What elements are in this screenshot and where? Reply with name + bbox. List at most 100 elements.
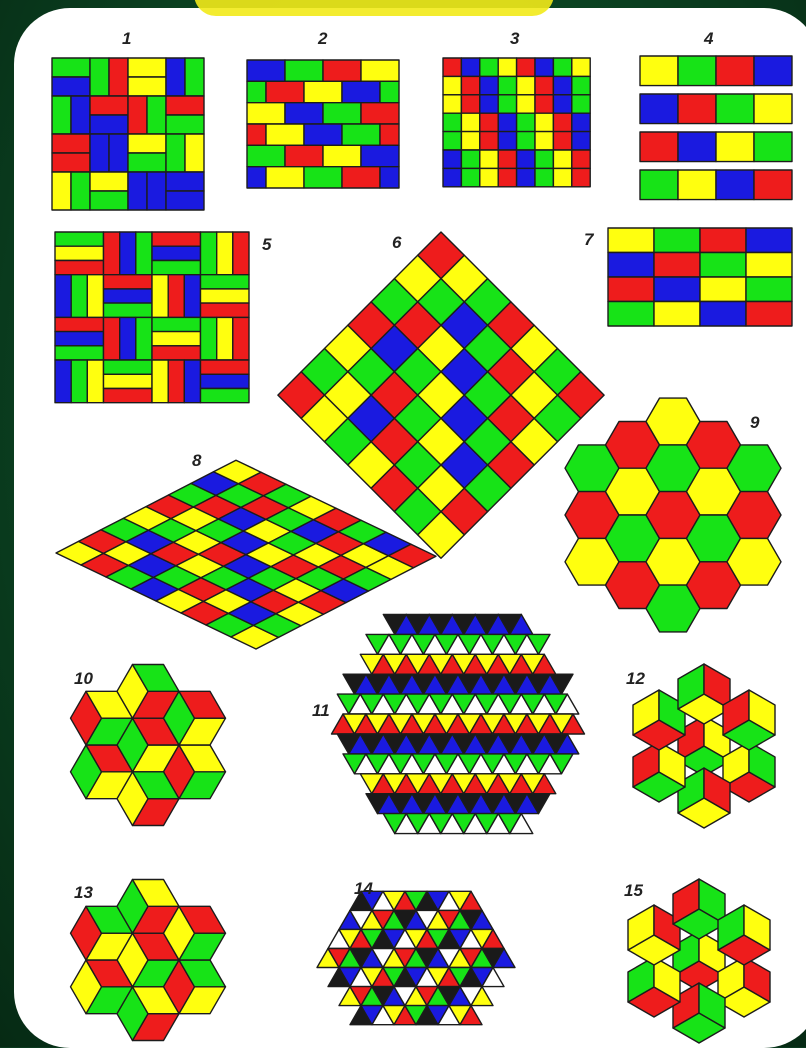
tile [553, 113, 571, 131]
tile [266, 81, 304, 102]
tile [517, 168, 535, 186]
tile [247, 124, 266, 145]
tile [443, 95, 461, 113]
tile [52, 172, 71, 210]
tile [342, 81, 380, 102]
tile [201, 232, 217, 275]
tile [247, 145, 285, 166]
tile [152, 261, 201, 275]
tile [572, 113, 590, 131]
tile [55, 360, 71, 403]
tile [572, 132, 590, 150]
tile [185, 134, 204, 172]
figure-label-9: 9 [750, 413, 760, 432]
tile [480, 150, 498, 168]
tile [104, 360, 153, 374]
tile [754, 56, 792, 86]
tile [152, 246, 201, 260]
tile [201, 289, 250, 303]
tile [461, 76, 479, 94]
tile [233, 317, 249, 360]
tile [498, 95, 516, 113]
tiling-5 [55, 232, 249, 403]
figure-label-13: 13 [74, 883, 93, 902]
tile [754, 94, 792, 124]
tile [285, 103, 323, 124]
tiling-3 [443, 58, 590, 187]
tile [654, 302, 700, 327]
tile [678, 170, 716, 200]
tile [553, 95, 571, 113]
tile [517, 95, 535, 113]
figure-label-8: 8 [192, 451, 202, 470]
tile [304, 167, 342, 188]
tile [166, 134, 185, 172]
tile [128, 172, 147, 210]
tile [461, 132, 479, 150]
tile [640, 56, 678, 86]
tile [285, 145, 323, 166]
figure-label-2: 2 [317, 29, 328, 48]
tile [147, 172, 166, 210]
tiling-11 [332, 614, 585, 833]
tile [480, 95, 498, 113]
tile [461, 113, 479, 131]
tile [104, 303, 153, 317]
tile [90, 172, 128, 191]
tile [52, 134, 90, 153]
tile [746, 277, 792, 302]
figure-label-7: 7 [584, 230, 595, 249]
tile [572, 58, 590, 76]
tile [55, 246, 104, 260]
tile [572, 150, 590, 168]
tile [201, 275, 250, 289]
tile [304, 81, 342, 102]
tile [498, 58, 516, 76]
tile [166, 115, 204, 134]
tile [480, 113, 498, 131]
tile [109, 134, 128, 172]
tile [201, 360, 250, 374]
tile [654, 253, 700, 278]
tile [678, 132, 716, 162]
tile [109, 58, 128, 96]
tile [517, 113, 535, 131]
tile [152, 317, 201, 331]
tile [136, 232, 152, 275]
tile [217, 232, 233, 275]
tile [700, 253, 746, 278]
tile [323, 145, 361, 166]
tile [152, 332, 201, 346]
tile [517, 58, 535, 76]
tile [443, 132, 461, 150]
tile [201, 374, 250, 388]
tile [104, 275, 153, 289]
tile [104, 374, 153, 388]
tile [168, 275, 184, 318]
tile [166, 172, 204, 191]
tile [90, 134, 109, 172]
tiling-4 [640, 56, 792, 200]
tile [55, 317, 104, 331]
tile [361, 60, 399, 81]
tile [716, 56, 754, 86]
tile [90, 96, 128, 115]
tile [120, 317, 136, 360]
tile [55, 332, 104, 346]
tile [201, 303, 250, 317]
tile [443, 113, 461, 131]
figure-label-15: 15 [624, 881, 643, 900]
tile [184, 360, 200, 403]
tile [361, 103, 399, 124]
figure-label-1: 1 [122, 29, 131, 48]
tile [323, 60, 361, 81]
tile [71, 360, 87, 403]
figure-label-11: 11 [312, 701, 330, 720]
tile [128, 134, 166, 153]
tile [553, 150, 571, 168]
tile [535, 150, 553, 168]
tile [201, 389, 250, 403]
figure-label-5: 5 [262, 235, 272, 254]
tile [55, 275, 71, 318]
